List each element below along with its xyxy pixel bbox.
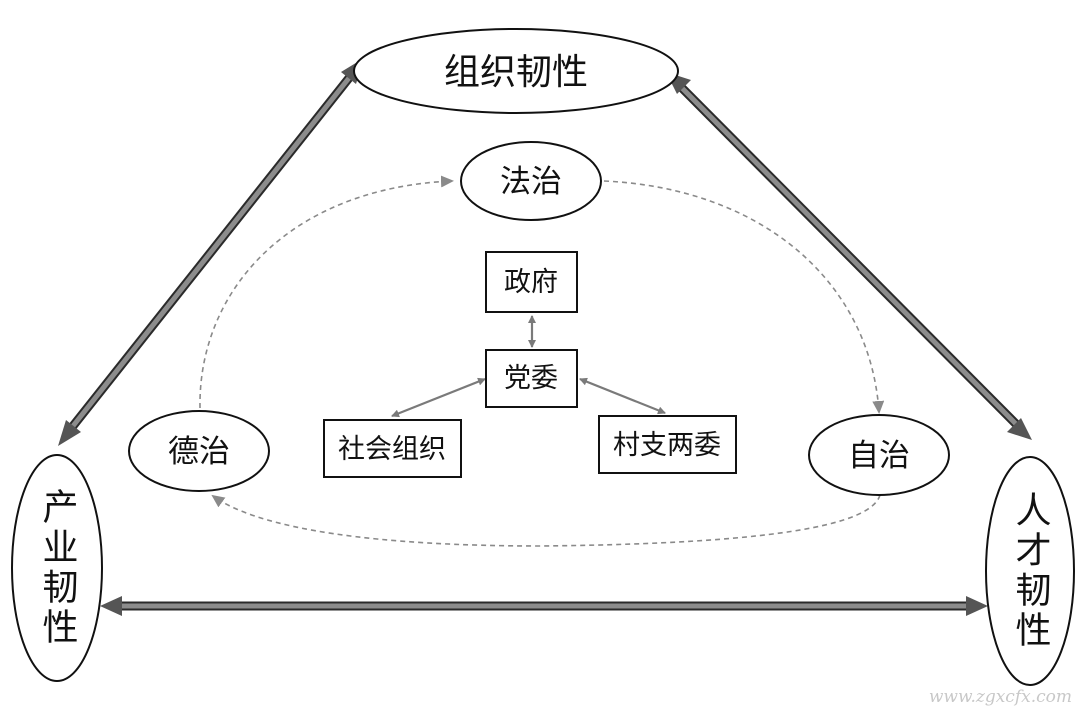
node-rule-of-virtue: 德治 <box>128 410 270 492</box>
dashed-arrow-virtue-to-law <box>199 175 454 409</box>
node-social-organizations: 社会组织 <box>323 419 462 478</box>
label-government: 政府 <box>504 267 558 298</box>
arrow-organization-industry <box>58 58 364 446</box>
label-party-committee: 党委 <box>504 363 558 394</box>
label-village-committees: 村支两委 <box>613 430 721 461</box>
node-talent-resilience: 人才韧性 <box>985 456 1075 686</box>
label-social-organizations: 社会组织 <box>338 434 446 465</box>
dashed-arrow-law-to-self <box>603 180 885 414</box>
dashed-cycle <box>199 175 885 547</box>
label-self-governance: 自治 <box>848 438 910 474</box>
arrow-organization-talent <box>666 72 1032 440</box>
dashed-arrow-self-to-virtue <box>211 494 881 547</box>
arrow-industry-talent <box>100 596 988 616</box>
node-party-committee: 党委 <box>485 349 578 408</box>
node-village-committees: 村支两委 <box>598 415 737 474</box>
connector-party-village <box>579 377 666 415</box>
node-rule-of-law: 法治 <box>460 141 602 221</box>
node-government: 政府 <box>485 251 578 313</box>
outer-arrows <box>58 58 1032 616</box>
connector-party-social <box>391 377 486 418</box>
node-organization-resilience: 组织韧性 <box>353 28 679 114</box>
label-industry-resilience: 产业韧性 <box>37 488 78 648</box>
label-organization-resilience: 组织韧性 <box>444 52 588 93</box>
node-self-governance: 自治 <box>808 414 950 496</box>
inner-connectors <box>391 315 666 418</box>
watermark: www.zgxcfx.com <box>929 687 1072 707</box>
label-rule-of-virtue: 德治 <box>168 434 230 470</box>
label-talent-resilience: 人才韧性 <box>1010 491 1051 651</box>
node-industry-resilience: 产业韧性 <box>11 454 103 682</box>
label-rule-of-law: 法治 <box>500 164 562 200</box>
